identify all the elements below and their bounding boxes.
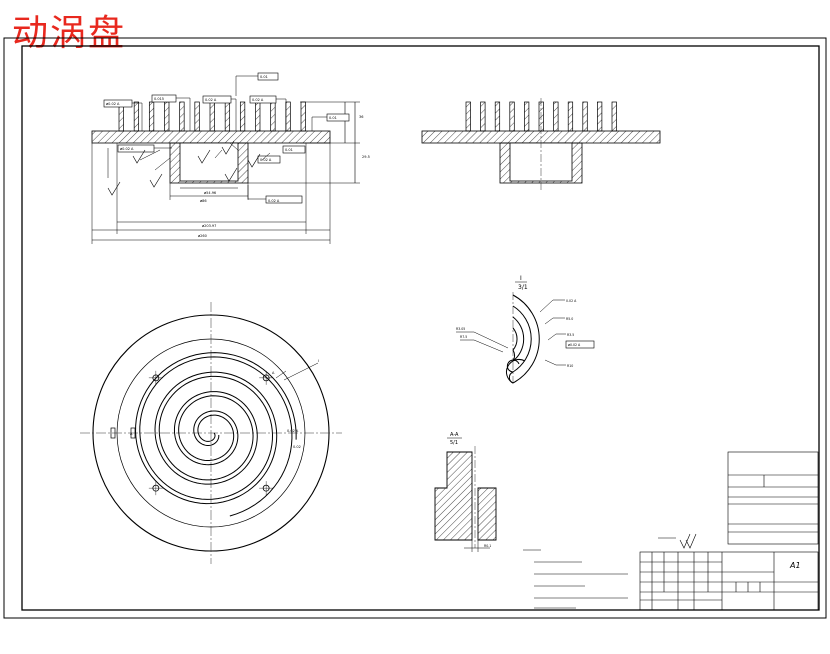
svg-text:36: 36 [359,115,363,119]
sheet-outer-border [3,37,827,619]
scroll-vane [553,101,559,132]
svg-text:ø0.02 A: ø0.02 A [106,102,120,106]
scroll-vane [300,101,306,132]
scroll-vane [133,101,140,132]
svg-text:0.02 A: 0.02 A [260,158,272,162]
svg-text:0.02 A: 0.02 A [205,98,217,102]
scroll-vane [209,101,215,132]
title-block [639,551,819,611]
svg-text:R3.05: R3.05 [456,327,465,331]
scroll-vane [255,101,261,132]
slot [110,427,116,439]
svg-text:ø86: ø86 [200,199,207,203]
scroll-vane [194,101,200,132]
scroll-vane [270,101,276,132]
svg-text:0.01: 0.01 [329,116,337,120]
sheet-inner-border [21,45,820,611]
detail-i-scale: 3/1 [518,284,528,291]
scroll-vane [597,101,603,132]
scroll-vane [179,101,185,132]
scroll-wrap-inner [135,352,297,505]
section-a-a-label: A-A [450,432,459,438]
svg-text:29.5: 29.5 [362,155,370,159]
scroll-vanes-section [118,101,306,132]
parameter-table [727,451,819,545]
svg-text:ø260: ø260 [198,234,207,238]
scroll-vane [465,101,471,132]
svg-text:0.01: 0.01 [260,75,268,79]
svg-text:0.02 A: 0.02 A [287,429,299,433]
scroll-vane [524,101,530,132]
sheet-size: A1 [789,561,801,570]
scroll-vane [582,101,588,132]
svg-text:A: A [272,371,275,375]
section-view-dimensioned: ø203.97 ø260 ø54.96 ø86 ø0.02 A 0.02 A 0.01… [91,72,370,244]
scroll-wrap-outer [139,356,293,517]
scroll-vane [509,101,515,132]
svg-text:A: A [130,432,133,436]
technical-notes [523,549,628,609]
scroll-vane [148,101,155,132]
scroll-vane [224,101,231,132]
svg-text:0.015: 0.015 [154,97,164,101]
svg-text:R5.0: R5.0 [566,317,573,321]
section-view-simple [421,98,661,190]
section-a-a-scale: 5/1 [450,440,458,446]
scroll-vane [494,101,501,132]
svg-text:ø0.02 A: ø0.02 A [120,147,134,151]
scroll-vane [285,101,291,132]
base-plate-section [91,130,331,144]
bolt-holes [110,370,274,496]
svg-text:0.02 A: 0.02 A [566,299,577,303]
svg-text:0.01: 0.01 [285,148,293,152]
hub-bore [179,142,239,182]
svg-text:0.02 A: 0.02 A [252,98,264,102]
scroll-vane [611,101,617,132]
drawing-title: 动涡盘 [12,13,127,54]
scroll-vane [164,101,170,132]
svg-text:R3.5: R3.5 [567,333,574,337]
svg-text:R10: R10 [567,364,573,368]
roughness-symbol [658,533,697,549]
svg-text:0.02 A: 0.02 A [268,199,280,203]
scroll-vane [567,101,574,132]
svg-text:R7.5: R7.5 [460,335,467,339]
svg-text:I: I [318,359,319,363]
section-view-a-a: A-A 5/1 R0.1 [434,432,497,552]
svg-text:ø203.97: ø203.97 [202,224,216,228]
plan-view: I A 0.02 A 0.02 A [80,302,342,564]
scroll-vane [239,101,246,132]
svg-text:R0.1: R0.1 [484,544,491,548]
svg-text:ø54.96: ø54.96 [204,191,216,195]
detail-i-roman: I [520,275,522,282]
svg-text:ø0.02 A: ø0.02 A [568,343,581,347]
svg-text:0.02: 0.02 [293,445,301,449]
scroll-vane [480,101,486,132]
slot [130,427,136,439]
